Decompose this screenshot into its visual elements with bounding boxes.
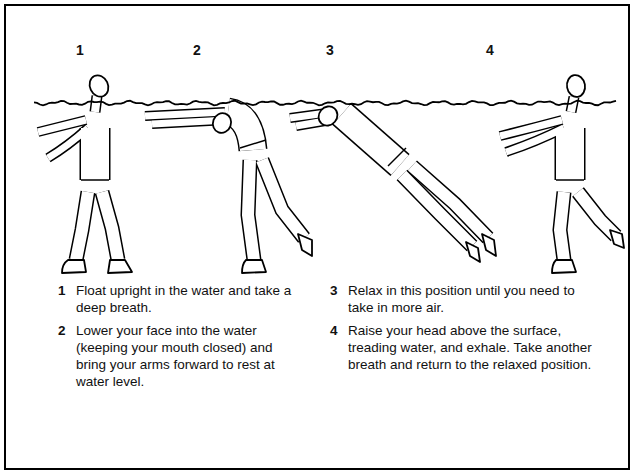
instruction-text: Float upright in the water and take a de… [76,282,300,316]
callout-number: 4 [486,42,494,58]
step-number: 1 [58,282,66,299]
callout-number: 2 [193,42,201,58]
waistline [81,140,584,180]
instruction-text: Lower your face into the water (keeping … [76,322,300,390]
callout-number: 1 [76,42,84,58]
water-surface [34,101,616,106]
step-number: 2 [58,322,66,339]
shoe [62,230,624,273]
frame [5,5,629,469]
instruction-text: Raise your head above the surface, tread… [348,322,602,373]
step-number: 4 [330,322,338,339]
callout-number: 3 [326,42,334,58]
swimmer-outline [38,96,616,260]
head [86,72,587,135]
instruction-text: Relax in this position until you need to… [348,282,602,316]
step-number: 3 [330,282,338,299]
swimmer-body [38,96,616,260]
